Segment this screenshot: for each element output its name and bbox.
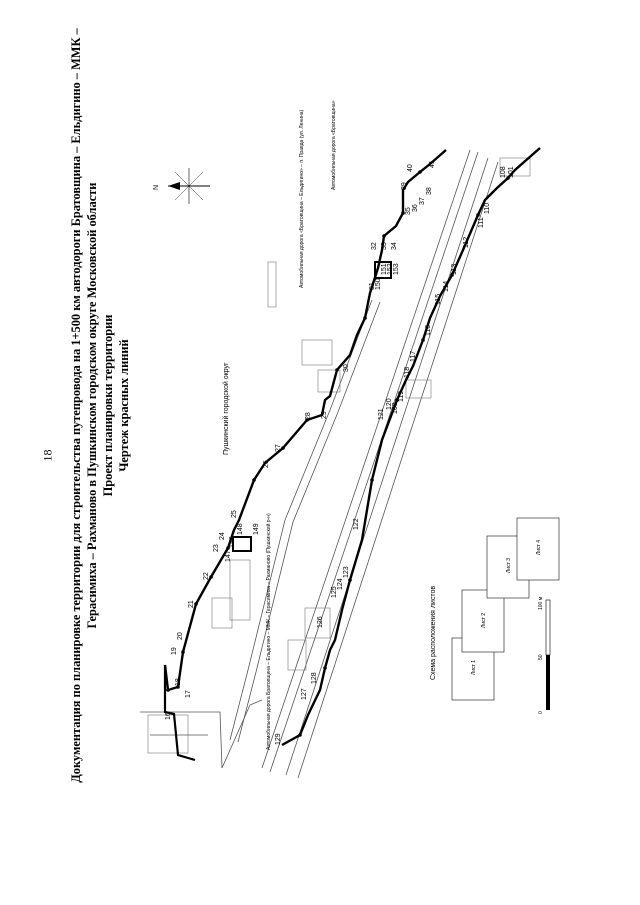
point-label: 30 (343, 364, 350, 372)
point-label: 100 (392, 402, 399, 414)
scale-tick-100: 100 м (538, 596, 544, 610)
point-label: 149 (253, 523, 260, 535)
point-label: 152 (387, 263, 394, 275)
road-label-bottom: Автомобильная дорога Братовщина – Ельдиг… (265, 513, 272, 750)
point-label: 116 (425, 325, 432, 336)
point-label: 118 (404, 367, 411, 378)
point-label: 125 (331, 586, 338, 598)
point-label: 28 (305, 412, 312, 420)
point-label: 40 (407, 164, 414, 172)
road-label-top-left: Автомобильная дорога «Братовщина – Ельди… (299, 109, 305, 288)
point-label: 151 (381, 263, 388, 275)
road-label-top-right: Автомобильная дорога «Братовщина» (331, 100, 337, 190)
point-label: 33 (381, 242, 388, 250)
scale-tick-0: 0 (538, 711, 544, 714)
point-label: 19 (171, 647, 178, 655)
point-labels-inner: 146 147 148 149 150 151 152 153 (225, 263, 400, 562)
scale-tick-50: 50 (538, 654, 544, 660)
point-label: 147 (225, 550, 232, 562)
point-label: 25 (231, 510, 238, 518)
point-label: 17 (185, 690, 192, 698)
sheet-label: Лист 4 (536, 540, 542, 555)
point-label: 148 (237, 523, 244, 535)
point-label: 111 (478, 217, 485, 228)
point-label: 24 (219, 532, 226, 540)
sheet-4-box (516, 517, 560, 581)
point-label: 101 (508, 166, 515, 178)
point-label: 114 (443, 281, 450, 292)
north-arrow-icon: N (153, 168, 210, 204)
point-label: 35 (405, 207, 412, 215)
building-blocks (147, 157, 531, 754)
point-label: 122 (353, 518, 360, 530)
scale-bar: 0 50 100 м (538, 596, 551, 714)
point-label: 16 (165, 712, 172, 720)
point-label: 126 (317, 616, 324, 628)
sheet-2-box (461, 589, 505, 653)
point-label: 117 (410, 351, 417, 362)
point-label: 127 (301, 688, 308, 700)
point-label: 150 (375, 278, 382, 290)
point-label: 120 (386, 398, 393, 410)
point-label: 153 (393, 263, 400, 275)
point-labels-upper: 16 17 18 19 20 21 22 23 24 25 26 27 28 2… (165, 160, 436, 720)
point-label: 113 (451, 264, 458, 275)
boundary-points (166, 170, 510, 737)
point-label: 112 (463, 237, 470, 248)
point-label: 128 (311, 672, 318, 684)
point-label: 119 (398, 391, 405, 402)
point-label: 26 (263, 460, 270, 468)
sheet-label: Лист 2 (481, 613, 487, 628)
point-label: 34 (391, 242, 398, 250)
north-label: N (153, 185, 160, 190)
red-line-inner-loops (232, 261, 392, 552)
point-label: 39 (401, 182, 408, 190)
point-label: 123 (343, 566, 350, 578)
point-label: 22 (203, 572, 210, 580)
point-label: 108 (500, 166, 507, 178)
point-label: 31 (369, 282, 376, 290)
point-label: 146 (229, 536, 236, 548)
point-label: 124 (337, 578, 344, 590)
point-label: 29 (321, 411, 328, 419)
sheet-layout-scheme: Схема расположения листов Лист 1 Лист 2 … (430, 517, 560, 701)
point-label: 32 (371, 242, 378, 250)
road-corridor (140, 149, 499, 779)
point-label: 37 (419, 197, 426, 205)
point-label: 18 (175, 678, 182, 686)
point-label: 27 (275, 444, 282, 452)
point-label: 110 (484, 203, 491, 214)
point-labels-lower: 100 101 108 110 111 112 113 114 115 116 … (275, 166, 515, 745)
point-label: 38 (426, 187, 433, 195)
point-label: 21 (188, 600, 195, 608)
point-label: 129 (275, 733, 282, 745)
point-label: 121 (378, 408, 385, 420)
scheme-title: Схема расположения листов (430, 586, 437, 680)
district-label: Пушкинский городской округ (222, 362, 230, 455)
sheet-label: Лист 1 (471, 660, 477, 675)
point-label: 20 (177, 632, 184, 640)
point-label: 115 (435, 294, 442, 305)
point-label: 41 (429, 160, 436, 168)
point-label: 23 (213, 544, 220, 552)
sheet-label: Лист 3 (506, 558, 512, 573)
red-line-upper-west (163, 665, 196, 762)
red-line-lower (281, 147, 541, 747)
point-label: 36 (412, 204, 419, 212)
